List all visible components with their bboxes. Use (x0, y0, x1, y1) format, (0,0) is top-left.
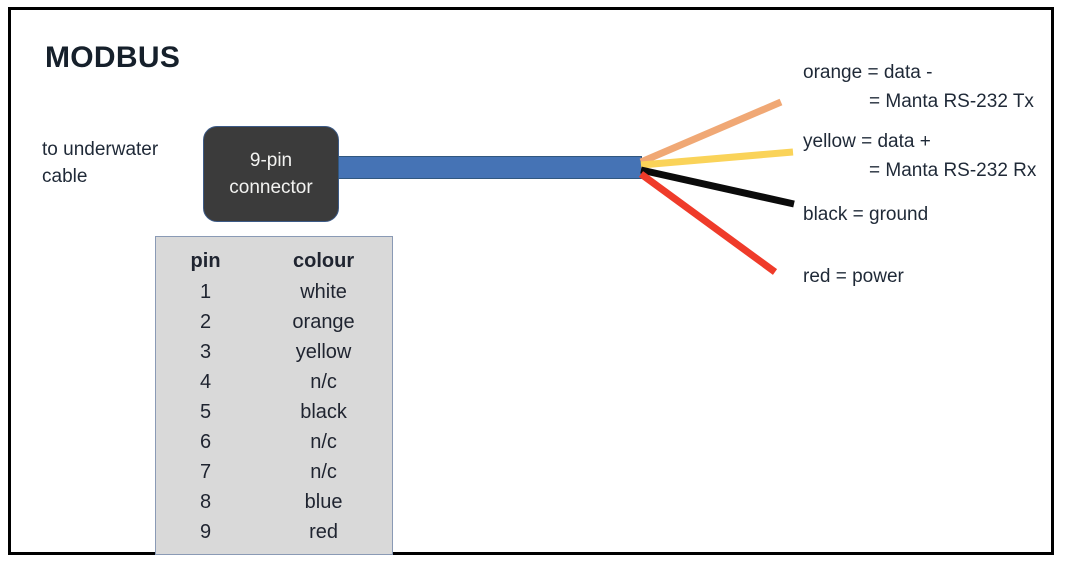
yellow-wire-label-main: yellow = data + (803, 131, 931, 152)
cell-pin: 5 (199, 400, 212, 423)
table-row: 6 n/c (156, 427, 392, 457)
table-row: 3 yellow (156, 337, 392, 367)
cell-pin: 6 (199, 430, 212, 453)
cell-colour: red (309, 520, 338, 543)
pin-colour-table-head: pin colour (156, 245, 392, 277)
table-row: 8 blue (156, 487, 392, 517)
yellow-wire-label-sub: = Manta RS-232 Rx (869, 160, 1037, 181)
diagram-frame: MODBUS to underwater cable 9-pin connect… (8, 7, 1054, 555)
table-row: 7 n/c (156, 457, 392, 487)
orange-wire (639, 98, 783, 166)
column-header-pin: pin (190, 249, 221, 272)
cell-pin: 7 (199, 460, 212, 483)
cell-colour: n/c (310, 460, 337, 483)
cell-colour: blue (304, 490, 343, 513)
underwater-cable-bar (338, 156, 642, 179)
table-row: 9 red (156, 517, 392, 547)
yellow-wire-label: yellow = data + = Manta RS-232 Rx (803, 127, 1036, 185)
table-row: 2 orange (156, 307, 392, 337)
pin-colour-table: pin colour 1 white 2 orange 3 yellow 4 n/c 5 blac… (155, 236, 393, 555)
cell-pin: 9 (199, 520, 212, 543)
table-row: 1 white (156, 277, 392, 307)
cell-pin: 4 (199, 370, 212, 393)
cell-colour: n/c (310, 430, 337, 453)
pin-colour-table-grid: pin colour 1 white 2 orange 3 yellow 4 n/c 5 blac… (156, 245, 392, 547)
pin-colour-table-body: 1 white 2 orange 3 yellow 4 n/c 5 black 6 n/c 7 n/c 8 b… (156, 277, 392, 547)
orange-wire-label-main: orange = data - (803, 62, 933, 83)
red-wire-label: red = power (803, 262, 904, 291)
cell-pin: 2 (199, 310, 212, 333)
table-row: 5 black (156, 397, 392, 427)
table-row: 4 n/c (156, 367, 392, 397)
cell-colour: orange (292, 310, 355, 333)
page-title: MODBUS (45, 41, 181, 74)
cell-colour: yellow (295, 340, 352, 363)
orange-wire-label: orange = data - = Manta RS-232 Tx (803, 58, 1034, 116)
black-wire-label-main: black = ground (803, 204, 929, 225)
cell-pin: 3 (199, 340, 212, 363)
underwater-cable-caption: to underwater cable (42, 139, 159, 187)
cell-pin: 1 (199, 280, 212, 303)
red-wire (638, 171, 778, 275)
column-header-colour: colour (292, 249, 355, 272)
connector-label-line1: 9-pin (249, 150, 293, 171)
cell-colour: black (300, 400, 347, 423)
cell-colour: n/c (310, 370, 337, 393)
orange-wire-label-sub: = Manta RS-232 Tx (869, 91, 1034, 112)
cell-colour: white (300, 280, 347, 303)
connector-label-line2: connector (229, 177, 313, 198)
nine-pin-connector-box: 9-pin connector (203, 126, 339, 222)
black-wire (640, 166, 795, 208)
black-wire-label: black = ground (803, 200, 928, 229)
red-wire-label-main: red = power (803, 266, 904, 287)
yellow-wire (640, 148, 794, 169)
cell-pin: 8 (199, 490, 212, 513)
table-header-row: pin colour (156, 245, 392, 277)
